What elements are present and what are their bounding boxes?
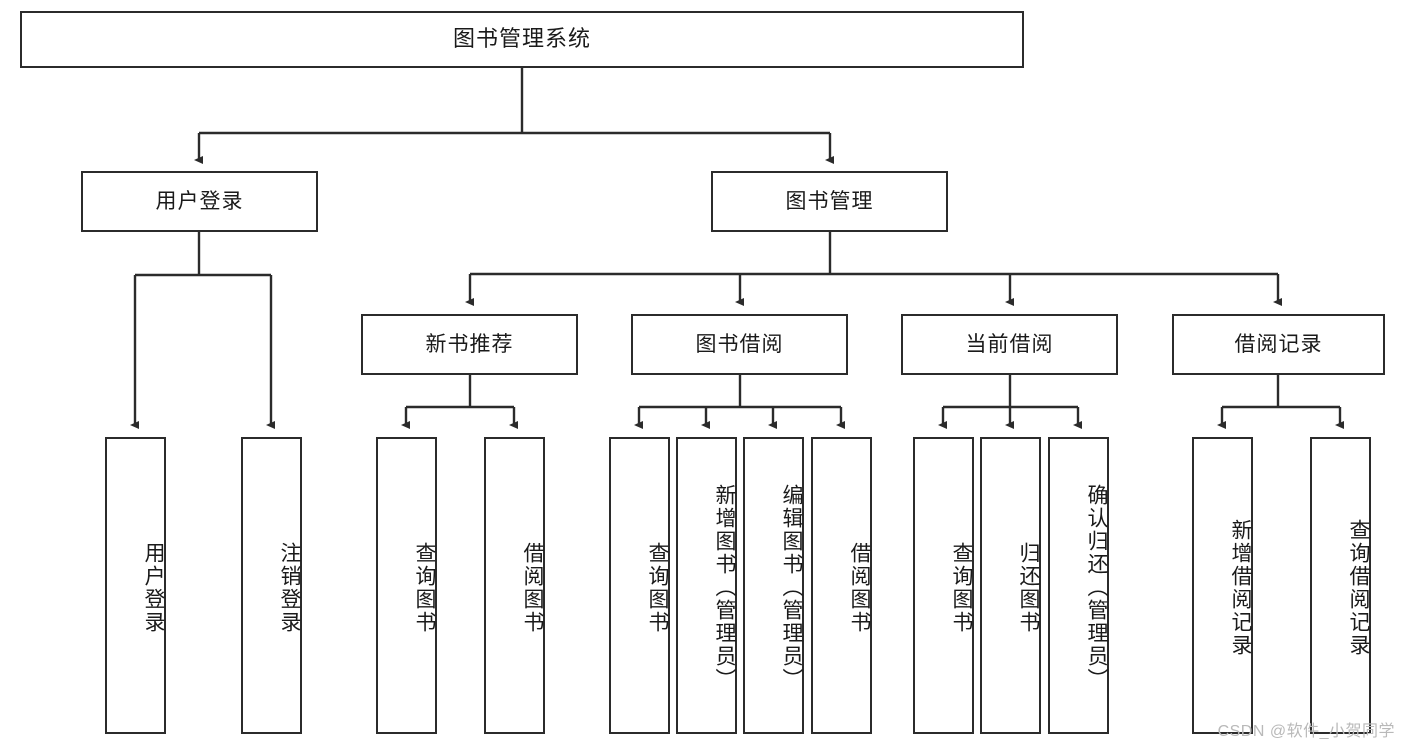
leaf-label: 查询图书 bbox=[950, 541, 973, 634]
node-book-management[interactable]: 图书管理 bbox=[711, 171, 948, 232]
leaf-label: 用户登录 bbox=[142, 541, 165, 634]
leaf-borrow-book-newbook[interactable]: 借阅图书 bbox=[484, 437, 545, 734]
node-user-login[interactable]: 用户登录 bbox=[81, 171, 318, 232]
node-book-borrow[interactable]: 图书借阅 bbox=[631, 314, 848, 375]
leaf-edit-book-admin[interactable]: 编辑图书（管理员） bbox=[743, 437, 804, 734]
leaf-label: 注销登录 bbox=[278, 541, 301, 634]
leaf-label: 查询借阅记录 bbox=[1347, 518, 1370, 657]
leaf-label: 借阅图书 bbox=[848, 541, 871, 634]
leaf-label: 编辑图书（管理员） bbox=[780, 484, 803, 691]
leaf-return-book[interactable]: 归还图书 bbox=[980, 437, 1041, 734]
leaf-label: 确认归还（管理员） bbox=[1085, 484, 1108, 691]
leaf-query-book-newbook[interactable]: 查询图书 bbox=[376, 437, 437, 734]
node-borrow-record[interactable]: 借阅记录 bbox=[1172, 314, 1385, 375]
node-current-borrow[interactable]: 当前借阅 bbox=[901, 314, 1118, 375]
leaf-add-book-admin[interactable]: 新增图书（管理员） bbox=[676, 437, 737, 734]
leaf-query-borrow-record[interactable]: 查询借阅记录 bbox=[1310, 437, 1371, 734]
leaf-confirm-return-admin[interactable]: 确认归还（管理员） bbox=[1048, 437, 1109, 734]
leaf-label: 新增图书（管理员） bbox=[713, 484, 736, 691]
node-new-book-recommend[interactable]: 新书推荐 bbox=[361, 314, 578, 375]
leaf-label: 查询图书 bbox=[413, 541, 436, 634]
leaf-query-book-current[interactable]: 查询图书 bbox=[913, 437, 974, 734]
leaf-user-login[interactable]: 用户登录 bbox=[105, 437, 166, 734]
watermark-text: CSDN @软件_小贺同学 bbox=[1217, 723, 1395, 740]
leaf-label: 查询图书 bbox=[646, 541, 669, 634]
leaf-label: 归还图书 bbox=[1017, 541, 1040, 634]
leaf-logout[interactable]: 注销登录 bbox=[241, 437, 302, 734]
leaf-borrow-book-borrow[interactable]: 借阅图书 bbox=[811, 437, 872, 734]
leaf-label: 新增借阅记录 bbox=[1229, 518, 1252, 657]
leaf-query-book-borrow[interactable]: 查询图书 bbox=[609, 437, 670, 734]
leaf-label: 借阅图书 bbox=[521, 541, 544, 634]
node-root-system[interactable]: 图书管理系统 bbox=[20, 11, 1024, 68]
leaf-add-borrow-record[interactable]: 新增借阅记录 bbox=[1192, 437, 1253, 734]
